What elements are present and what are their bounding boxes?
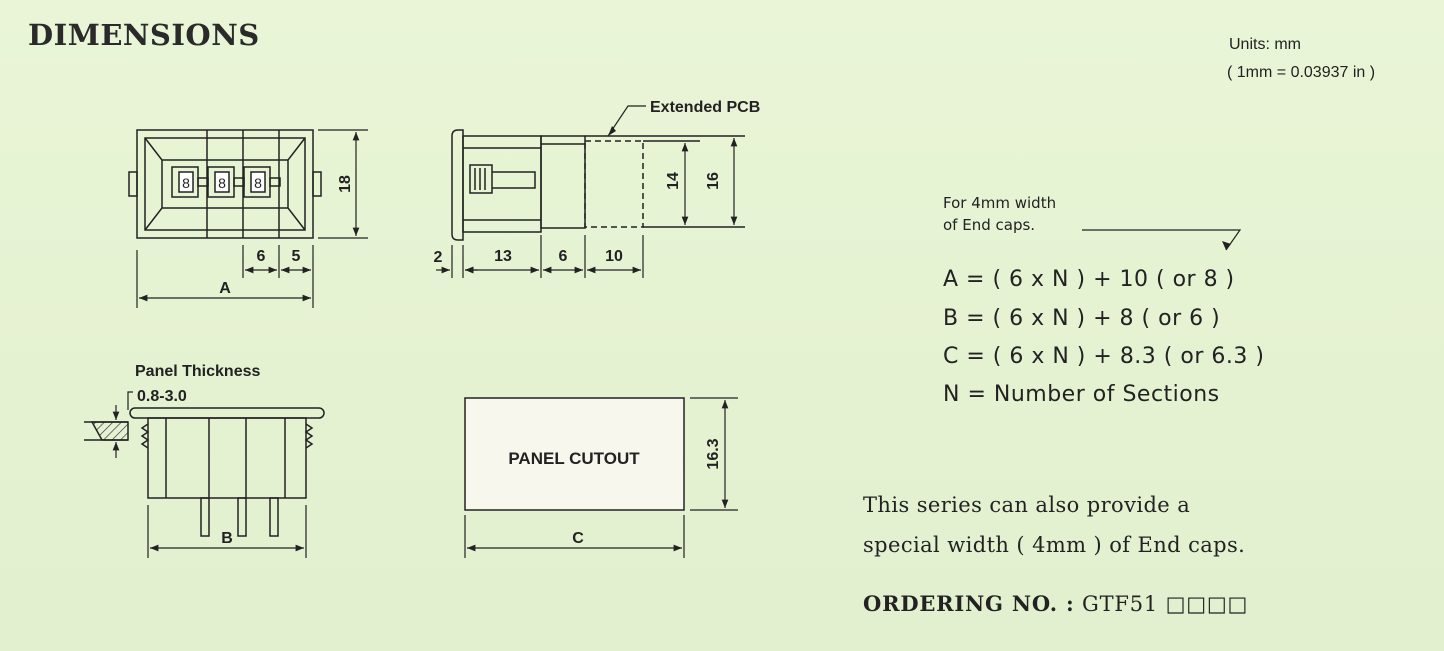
dim-width-b: B [221, 530, 233, 547]
panel-cutout-label: PANEL CUTOUT [508, 449, 640, 468]
panel-thickness-range: 0.8-3.0 [137, 388, 187, 405]
dim-outer-height-16: 16 [705, 172, 722, 190]
dim-inner-height-14: 14 [665, 172, 682, 190]
side-view [451, 129, 745, 241]
panel-thickness-label: Panel Thickness [135, 363, 260, 380]
ordering-number: ORDERING NO. : GTF51 □□□□ [863, 591, 1248, 616]
dim-pcb-10: 10 [605, 248, 623, 265]
side-flange [451, 129, 464, 241]
extended-pcb-label: Extended PCB [650, 99, 760, 116]
mounting-view [84, 391, 325, 537]
ordering-label: ORDERING NO. : [863, 591, 1075, 616]
ordering-boxes: □□□□ [1165, 592, 1249, 616]
dim-height-18: 18 [337, 175, 354, 193]
dim-flange-2: 2 [434, 249, 443, 266]
dim-body-13: 13 [494, 248, 512, 265]
digit-3: 8 [254, 175, 262, 191]
dim-pitch-6: 6 [257, 248, 266, 265]
units-conversion: ( 1mm = 0.03937 in ) [1227, 64, 1376, 81]
digit-window-3 [250, 171, 266, 193]
panel-section-hatch [90, 421, 129, 441]
dim-width-c: C [572, 530, 584, 547]
end-cap-note-line2: of End caps. [943, 216, 1036, 234]
formula-b: B = ( 6 x N ) + 8 ( or 6 ) [943, 306, 1221, 331]
digit-1: 8 [182, 175, 190, 191]
pcb-section [540, 135, 586, 229]
formula-n: N = Number of Sections [943, 382, 1220, 407]
units-label: Units: mm [1229, 36, 1301, 53]
extended-pcb-outline [584, 140, 644, 228]
page-title: DIMENSIONS [28, 18, 260, 52]
ordering-code: GTF51 [1082, 592, 1159, 616]
dim-width-a: A [219, 280, 231, 297]
dim-end-5: 5 [292, 248, 301, 265]
dim-pcb-6: 6 [559, 248, 568, 265]
formula-a: A = ( 6 x N ) + 10 ( or 8 ) [943, 267, 1235, 292]
panel-cutout-rect [464, 397, 685, 511]
end-cap-note-line1: For 4mm width [943, 194, 1057, 212]
description-line1: This series can also provide a [863, 493, 1191, 517]
dim-cutout-height: 16.3 [705, 438, 722, 469]
digit-2: 8 [218, 175, 226, 191]
digit-window-1 [178, 171, 194, 193]
digit-window-2 [214, 171, 230, 193]
front-view [128, 129, 322, 239]
formula-c: C = ( 6 x N ) + 8.3 ( or 6.3 ) [943, 344, 1265, 369]
description-line2: special width ( 4mm ) of End caps. [863, 533, 1246, 557]
